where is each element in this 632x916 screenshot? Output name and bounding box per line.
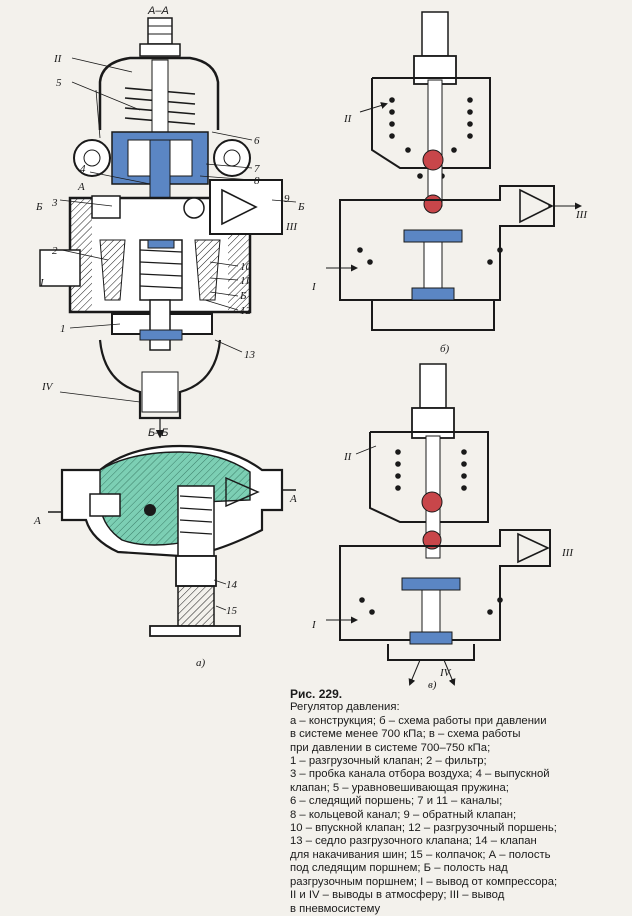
caption-line: а – конструкция; б – схема работы при да… [290, 714, 547, 727]
cut-mark-b-right: Б [297, 201, 305, 213]
cut-mark-b-left: Б [35, 201, 43, 213]
callout-roman-1: I [39, 277, 45, 289]
callout-2: 2 [52, 245, 58, 257]
caption-line: в системе менее 700 кПа; в – схема работ… [290, 728, 521, 741]
scheme-v-port-4: IV [439, 667, 452, 679]
callout-cavity-b: Б [239, 290, 247, 302]
cut-mark-a-right: А [289, 493, 297, 505]
caption-line: 13 – седло разгрузочного клапана; 14 – к… [290, 835, 537, 848]
callout-13: 13 [244, 349, 256, 361]
callout-cavity-a: А [77, 181, 85, 193]
caption-line: II и IV – выводы в атмосферу; III – выво… [290, 889, 505, 902]
caption-line: для накачивания шин; 15 – колпачок; А – … [290, 848, 551, 861]
caption-line: 10 – впускной клапан; 12 – разгрузочный … [290, 822, 557, 835]
caption-line: в пневмосистему [290, 902, 381, 915]
caption-line: Регулятор давления: [290, 701, 400, 714]
caption-title: Рис. 229. [290, 687, 343, 701]
section-bb-title: Б–Б [148, 427, 168, 439]
scheme-v-drawing: II I III IV в) [311, 363, 574, 690]
scheme-b-drawing: II I III б) [311, 11, 588, 355]
caption-line: под следящим поршнем; Б – полость над [290, 862, 508, 875]
callout-14: 14 [226, 579, 238, 591]
callout-12: 12 [240, 305, 252, 317]
caption-line: 8 – кольцевой канал; 9 – обратный клапан… [290, 808, 517, 821]
callout-15: 15 [226, 605, 238, 617]
callout-9: 9 [284, 193, 290, 205]
scheme-v-port-1: I [311, 619, 317, 631]
callout-11: 11 [240, 275, 250, 287]
callout-7: 7 [254, 163, 260, 175]
scheme-v-port-3: III [561, 547, 574, 559]
scheme-b-port-1: I [311, 281, 317, 293]
callout-roman-4: IV [41, 381, 54, 393]
caption-line: клапан; 5 – уравновешивающая пружина; [290, 781, 509, 794]
callout-10: 10 [240, 261, 252, 273]
caption-line: 6 – следящий поршень; 7 и 11 – каналы; [290, 795, 503, 808]
caption-line: разгрузочным поршнем; I – вывод от компр… [290, 875, 558, 888]
scheme-b-port-3: III [575, 209, 588, 221]
callout-6: 6 [254, 135, 260, 147]
callout-1: 1 [60, 323, 66, 335]
callout-roman-2: II [53, 53, 63, 65]
scheme-v-port-2: II [343, 451, 353, 463]
caption-line: при давлении в системе 700–750 кПа; [290, 741, 491, 754]
subfig-label-a: а) [196, 657, 206, 669]
callout-3: 3 [51, 197, 58, 209]
scheme-b-port-2: II [343, 113, 353, 125]
section-aa-drawing: А–А [35, 5, 305, 439]
section-aa-title: А–А [147, 5, 169, 17]
callout-5: 5 [56, 77, 62, 89]
callout-8: 8 [254, 175, 260, 187]
caption-line: 1 – разгрузочный клапан; 2 – фильтр; [290, 755, 487, 768]
caption-line: 3 – пробка канала отбора воздуха; 4 – вы… [290, 768, 550, 781]
figure-caption: Рис. 229. Регулятор давления: а – констр… [290, 687, 625, 916]
subfig-label-b: б) [440, 343, 450, 355]
pressure-regulator-figure: А–А [33, 5, 588, 690]
cut-mark-a-left: А [33, 515, 41, 527]
callout-roman-3: III [285, 221, 298, 233]
subfig-label-v: в) [428, 679, 437, 690]
callout-4: 4 [80, 163, 86, 175]
section-bb-drawing: Б–Б А А 14 15 а) [33, 427, 297, 669]
